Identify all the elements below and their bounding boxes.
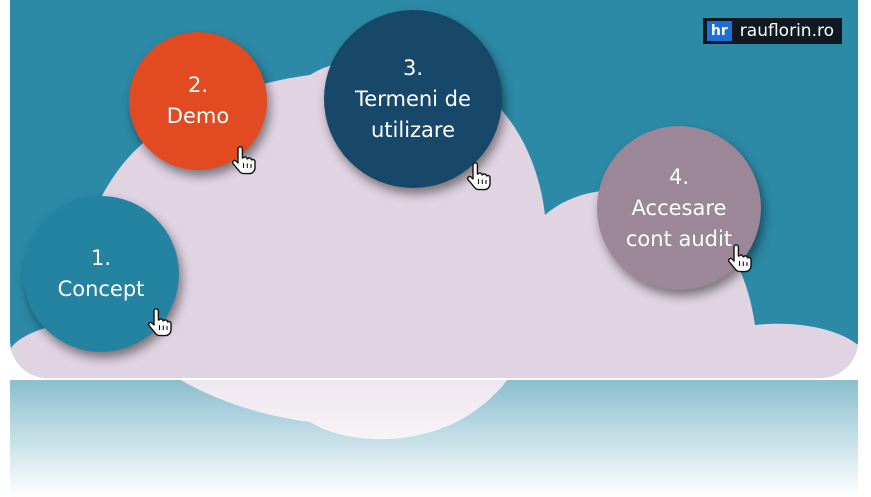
step-label: Concept bbox=[57, 277, 145, 301]
step-2-demo-button[interactable]: 2. Demo bbox=[129, 32, 267, 175]
step-label: Demo bbox=[166, 104, 230, 128]
brand-logo[interactable]: hr rauflorin.ro bbox=[702, 18, 842, 44]
step-number: 3. bbox=[402, 55, 424, 80]
step-label-line-1: Termeni de bbox=[355, 86, 471, 111]
hand-pointer-icon bbox=[466, 162, 491, 191]
step-4-audit-account-button[interactable]: 4. Accesare cont audit bbox=[597, 126, 761, 290]
step-number: 2. bbox=[187, 73, 209, 97]
step-1-concept-button[interactable]: 1. Concept bbox=[23, 196, 179, 352]
hand-pointer-icon bbox=[147, 308, 172, 337]
brand-badge: hr bbox=[706, 21, 732, 41]
reflection-content bbox=[10, 380, 858, 497]
mirror-reflection bbox=[10, 380, 858, 497]
step-number: 1. bbox=[90, 246, 112, 270]
hand-pointer-icon bbox=[231, 146, 256, 175]
step-3-terms-button[interactable]: 3. Termeni de utilizare bbox=[324, 10, 502, 191]
step-label-line-1: Accesare bbox=[631, 195, 727, 220]
step-number: 4. bbox=[668, 164, 690, 189]
step-label-line-2: utilizare bbox=[370, 117, 456, 142]
reflected-cloud-shape bbox=[10, 380, 858, 440]
brand-text: rauflorin.ro bbox=[739, 21, 834, 41]
hand-pointer-icon bbox=[727, 244, 752, 273]
step-label-line-2: cont audit bbox=[625, 226, 733, 251]
diagram-canvas: hr rauflorin.ro 1. Concept 2. Demo 3. Te… bbox=[10, 0, 858, 378]
